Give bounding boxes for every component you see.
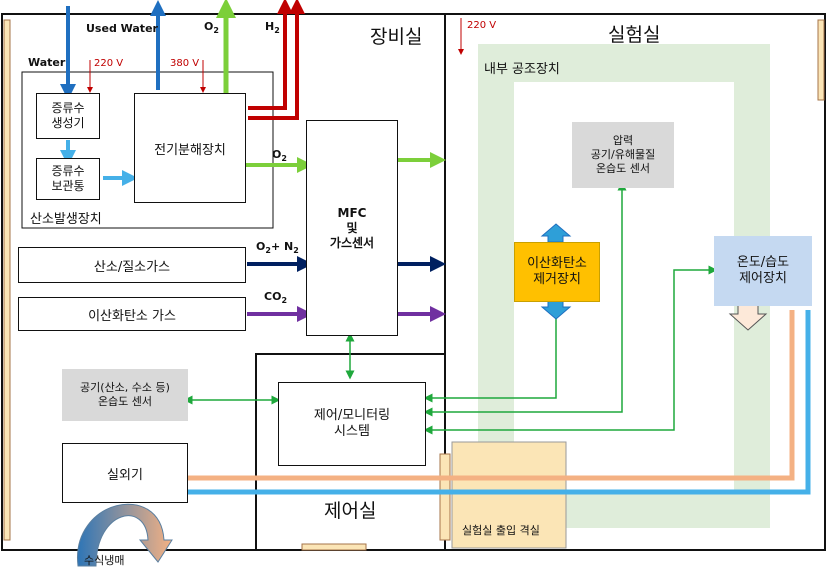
equipment-room-title: 장비실 [370,26,423,48]
air-handler-label: 내부 공조장치 [484,62,560,77]
h2-outlet-line-2 [248,0,305,120]
co2-sub: 2 [281,296,288,306]
lab-room-title: 실험실 [608,24,661,46]
h2-top-label: H2 [265,20,280,35]
control-monitoring-system: 제어/모니터링 시스템 [278,382,426,466]
o2n2-sub1: 2 [265,246,271,256]
v380-label: 380 V [170,58,200,69]
distilled-water-generator: 증류수 생성기 [36,93,100,139]
pressure-air-sensor: 압력 공기/유해물질 온습도 센서 [572,122,674,188]
air-sensor: 공기(산소, 수소 등) 온습도 센서 [62,369,188,421]
co2-removal-down-arrow [540,300,572,320]
co2-label: CO2 [264,290,287,305]
control-room-title: 제어실 [324,500,377,522]
o2-top-sub: 2 [213,26,219,36]
airlock-label: 실험실 출입 격실 [462,524,540,537]
signal-temp-control [423,265,718,435]
o2-mid-sub: 2 [281,154,287,164]
h2-top-sub: 2 [274,26,280,36]
water-label: Water [28,56,66,69]
v220-label: 220 V [94,58,124,69]
oxygen-unit-enclosure [21,71,274,229]
o2-mid-label: O2 [272,148,287,163]
mfc-gas-sensor: MFC 및 가스센서 [306,120,398,336]
o2n2-plus: + N [270,240,294,253]
o2n2-sub2: 2 [293,246,299,256]
refrigerant-pipe-blue [188,310,811,495]
co2-gas-supply: 이산화탄소 가스 [18,297,246,331]
airlock-room [451,441,567,549]
electrolysis-unit: 전기분해장치 [134,93,246,203]
o2n2-label: O2+ N2 [256,240,299,255]
co2-removal-unit: 이산화탄소 제거장치 [514,242,600,302]
o2-n2-gas-supply: 산소/질소가스 [18,247,246,283]
oxygen-unit-label: 산소발생장치 [30,212,102,227]
refrigerant-label: 수식냉매 [84,554,125,567]
co2-removal-up-arrow [540,223,572,243]
distilled-water-storage: 증류수 보관통 [36,158,100,200]
temp-humidity-controller: 온도/습도 제어장치 [714,236,812,306]
refrigerant-curve-arrow [77,503,173,567]
h2-top-text: H [265,20,275,33]
door-left [3,19,11,541]
h2-outlet-line-1 [248,0,293,110]
co2-text: CO [264,290,282,303]
door-right [817,19,825,101]
o2n2-text: O [256,240,266,253]
door-bottom [301,543,367,551]
v220-lab-label: 220 V [467,20,497,31]
outdoor-unit: 실외기 [62,443,188,503]
door-airlock [439,453,451,541]
used-water-label: Used Water [86,22,158,35]
o2-top-label: O2 [204,20,219,35]
o2-top-text: O [204,20,214,33]
o2-mid-text: O [272,148,282,161]
refrigerant-pipe-orange [188,310,795,481]
